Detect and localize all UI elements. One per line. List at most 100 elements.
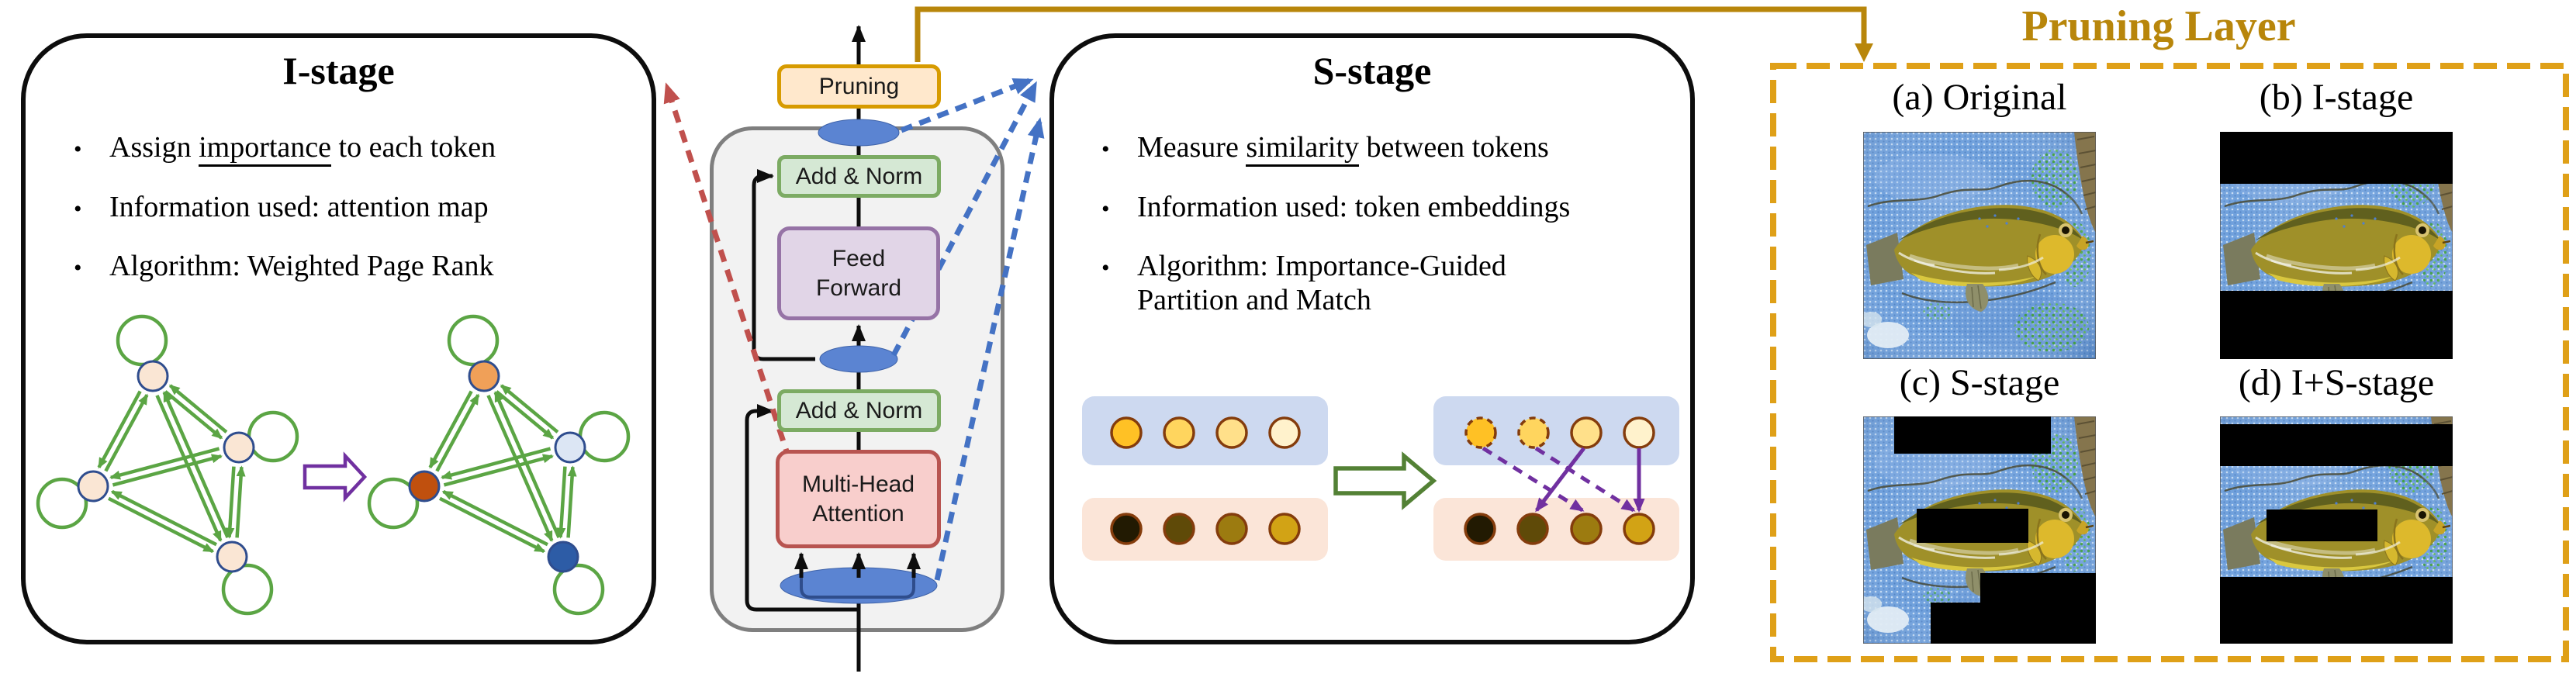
self-loop (221, 563, 274, 616)
graph-edge (495, 390, 555, 440)
pruning-box: Pruning (777, 64, 941, 109)
self-loop (247, 410, 299, 463)
feed-forward-label-1: Feed (832, 245, 886, 271)
fish-image-original (1860, 132, 2096, 359)
self-loop (36, 477, 88, 530)
add-norm-bottom-box: Add & Norm (777, 389, 941, 432)
bullet-dot: • (1101, 255, 1110, 281)
graph-edge (104, 393, 149, 472)
bullet-text: Algorithm: Importance-Guided (1137, 250, 1506, 282)
mha-input-arrows (794, 552, 921, 578)
graph-edge (438, 496, 546, 554)
graph-edge (428, 390, 473, 469)
bullet-text: Assign (109, 131, 199, 164)
label-b-i-stage: (b) I-stage (2259, 77, 2414, 118)
graph-edge (97, 390, 142, 469)
token-group-blue-right (1433, 396, 1679, 465)
token-match-arrows (1482, 446, 1645, 513)
graph-edge (493, 391, 561, 538)
graph-edge (235, 465, 246, 538)
fish-image-s-stage (1860, 416, 2096, 644)
graph-edge (110, 489, 218, 547)
bullet-text: between tokens (1359, 131, 1549, 164)
graph-edge (435, 393, 480, 472)
fish-image-is-stage (2220, 416, 2453, 644)
tokens-right-top (1464, 416, 1655, 449)
add-norm-top-box: Add & Norm (777, 155, 941, 198)
blue-dashed-arrows-to-s-stage (890, 78, 1045, 581)
token-group-blue-left (1082, 396, 1328, 465)
graph-edge (155, 395, 223, 542)
importance-graph-before (36, 314, 299, 616)
bullet-dot: • (74, 255, 82, 281)
graph-node (408, 470, 441, 503)
feed-forward-label-2: Forward (815, 275, 902, 301)
mha-label-1: Multi-Head (801, 471, 915, 497)
token-ellipse-middle (819, 345, 898, 373)
underlined-word: importance (199, 131, 332, 167)
graph-node (77, 470, 109, 503)
graph-edge (112, 454, 223, 487)
self-loop (116, 314, 168, 367)
i-stage-bullet-1: • Assign importance to each token (74, 130, 648, 167)
red-dashed-arrow-to-i-stage (663, 82, 793, 462)
graph-node (223, 431, 255, 464)
residual-skip-ff (752, 169, 815, 361)
tokens-right-bottom (1464, 513, 1655, 545)
i-stage-masks (2220, 132, 2453, 359)
bullet-text: Partition and Match (1137, 284, 1371, 316)
s-stage-title: S-stage (1312, 49, 1432, 92)
label-d-is-stage: (d) I+S-stage (2238, 362, 2435, 403)
pruning-layer-dashed-box (1770, 63, 2569, 662)
graph-edge (225, 466, 236, 539)
s-stage-transform-arrow (1333, 451, 1437, 510)
s-stage-masks (1894, 416, 2096, 644)
label-a-original: (a) Original (1892, 77, 2067, 118)
self-loop (552, 563, 605, 616)
graph-node (554, 431, 586, 464)
bullet-dot: • (1101, 136, 1110, 162)
feed-forward-box: Feed Forward (777, 226, 940, 320)
self-loop (367, 477, 420, 530)
i-stage-title: I-stage (282, 49, 395, 92)
graph-edge (556, 466, 567, 539)
graph-edge (168, 384, 228, 433)
graph-edge (164, 390, 223, 440)
token-group-peach-left (1082, 498, 1328, 561)
graph-edge (109, 447, 220, 480)
graph-node (547, 541, 579, 573)
graph-edge (162, 391, 230, 538)
graph-edge (443, 454, 555, 487)
bullet-text: Algorithm: Weighted Page Rank (109, 250, 494, 282)
tokens-left-top (1110, 416, 1301, 449)
mha-label-2: Attention (812, 500, 904, 527)
i-stage-panel (21, 33, 656, 644)
label-c-s-stage: (c) S-stage (1899, 362, 2060, 403)
graph-edge (566, 465, 577, 538)
importance-graph-after (367, 314, 631, 616)
add-norm-bottom-label: Add & Norm (795, 397, 923, 423)
pruning-layer-title: Pruning Layer (2021, 2, 2296, 50)
bullet-text: to each token (331, 131, 496, 164)
graph-edge (441, 489, 549, 547)
bullet-text: Information used: attention map (109, 191, 489, 223)
fish-image-i-stage (2220, 132, 2453, 359)
bullet-text: Information used: token embeddings (1137, 191, 1571, 223)
token-group-peach-right (1433, 498, 1679, 561)
is-stage-masks (2220, 424, 2453, 644)
graph-edge (486, 395, 554, 542)
s-stage-bullet-3: • Algorithm: Importance-Guided Partition… (1101, 249, 1691, 317)
s-stage-token-diagram (1082, 396, 1679, 561)
bullet-text: Measure (1137, 131, 1247, 164)
i-stage-bullet-3: • Algorithm: Weighted Page Rank (74, 249, 648, 283)
graph-edge (440, 447, 552, 480)
graph-node (468, 360, 500, 392)
add-norm-top-label: Add & Norm (795, 163, 923, 189)
bullet-dot: • (74, 196, 82, 222)
self-loop (447, 314, 500, 367)
tokens-left-bottom (1110, 513, 1301, 545)
bullet-dot: • (74, 136, 82, 162)
graph-edge (107, 496, 215, 554)
gold-connector-arrow (915, 6, 1873, 62)
